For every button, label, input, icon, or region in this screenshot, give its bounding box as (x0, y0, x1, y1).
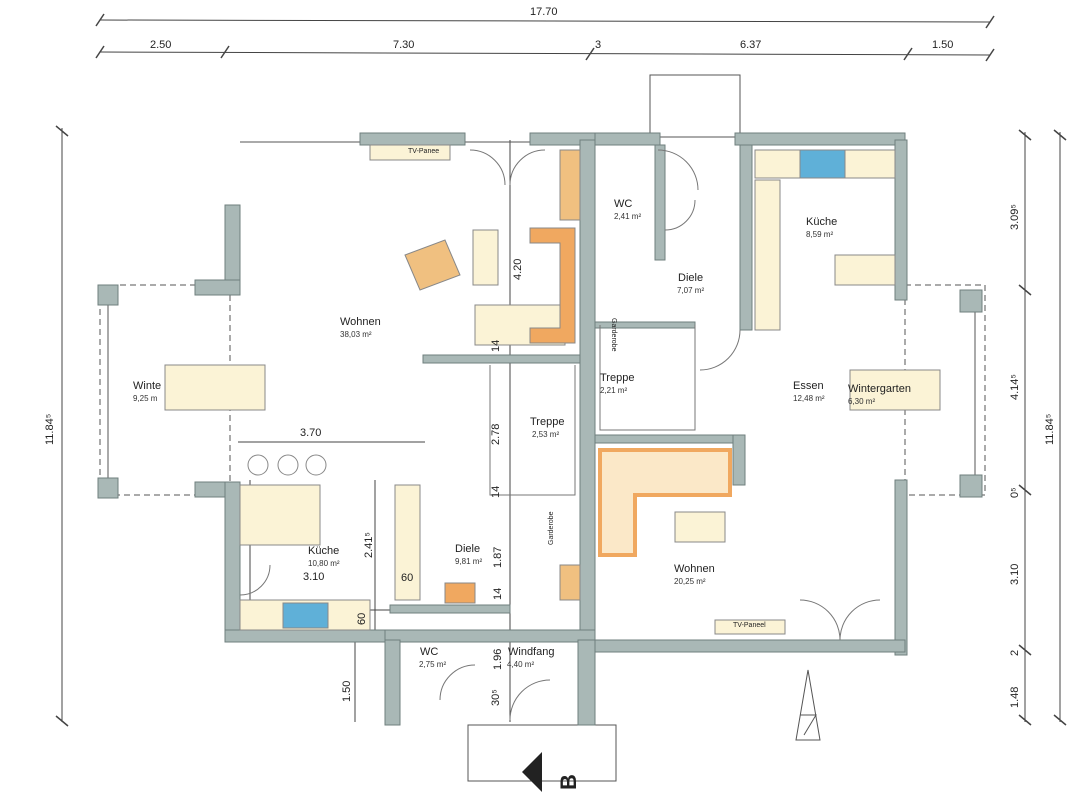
room-name: Wohnen (674, 563, 715, 575)
room-name: Wintergarten (848, 383, 911, 395)
room-name: WC (420, 646, 439, 658)
furniture (164, 144, 941, 635)
room-area: 7,07 m² (677, 286, 705, 295)
garderobe-label: Garderobe (610, 318, 617, 352)
room-name: Diele (455, 543, 481, 555)
dim-1-50: 1.50 (341, 680, 353, 702)
room-name: Treppe (530, 416, 565, 428)
doors (239, 149, 881, 721)
dim-2-41: 2.41⁵ (363, 532, 375, 558)
north-arrow-icon (795, 669, 821, 741)
dim-14: 14 (490, 339, 502, 352)
tv-panel-label: TV-Paneel (733, 622, 766, 629)
walls (97, 132, 983, 726)
room-name: Küche (806, 216, 838, 228)
dim-1-87: 1.87 (492, 546, 504, 568)
dim-1-96: 1.96 (492, 648, 504, 670)
room-area: 4,40 m² (507, 660, 535, 669)
dim-right-1: 3.09⁵ (1009, 204, 1021, 230)
room-name: WC (614, 198, 633, 210)
dim-top-3: 3 (595, 39, 602, 51)
dim-right-5: 2 (1009, 649, 1021, 656)
room-name: Essen (793, 380, 824, 392)
dim-60: 60 (401, 572, 414, 584)
window-lines (99, 74, 986, 782)
dim-14: 14 (490, 485, 502, 498)
room-area: 2,21 m² (600, 386, 628, 395)
dim-2-78: 2.78 (490, 423, 502, 445)
room-area: 12,48 m² (793, 394, 825, 403)
room-area: 10,80 m² (308, 559, 340, 568)
section-marker-icon (522, 752, 542, 792)
room-area: 2,53 m² (532, 430, 560, 439)
room-area: 6,30 m² (848, 397, 876, 406)
dim-60: 60 (356, 612, 368, 625)
room-area: 2,41 m² (614, 212, 642, 221)
room-area: 38,03 m² (340, 330, 372, 339)
dim-top-5: 1.50 (932, 39, 954, 51)
dim-top-1: 2.50 (150, 39, 172, 51)
dim-30-5: 30⁵ (490, 689, 502, 706)
dim-total-width: 17.70 (530, 6, 558, 18)
dimension-lines (55, 13, 1067, 727)
room-name: Winte (133, 380, 162, 392)
room-name: Treppe (600, 372, 635, 384)
dim-left-total: 11.84⁵ (44, 413, 56, 445)
room-name: Wohnen (340, 316, 381, 328)
room-area: 20,25 m² (674, 577, 706, 586)
dim-right-4: 3.10 (1009, 563, 1021, 585)
room-area: 9,81 m² (455, 557, 483, 566)
dim-3-10: 3.10 (303, 571, 325, 583)
room-name: Diele (678, 272, 704, 284)
room-area: 8,59 m² (806, 230, 834, 239)
dim-4-20: 4.20 (512, 258, 524, 280)
dim-3-70: 3.70 (300, 427, 322, 439)
room-name: Windfang (508, 646, 555, 658)
dim-right-total: 11.84⁵ (1044, 413, 1056, 445)
section-marker-label: B (556, 774, 581, 790)
dim-top-2: 7.30 (393, 39, 415, 51)
dim-top-4: 6.37 (740, 39, 762, 51)
room-area: 9,25 m (133, 394, 158, 403)
dim-right-6: 1.48 (1009, 686, 1021, 708)
tv-panel-label: TV-Panee (408, 148, 440, 155)
dim-right-3: 0⁵ (1009, 487, 1021, 498)
room-area: 2,75 m² (419, 660, 447, 669)
room-name: Küche (308, 545, 340, 557)
garderobe-label: Garderobe (548, 511, 555, 545)
dim-right-2: 4.14⁵ (1009, 374, 1021, 400)
dim-14: 14 (492, 587, 504, 600)
